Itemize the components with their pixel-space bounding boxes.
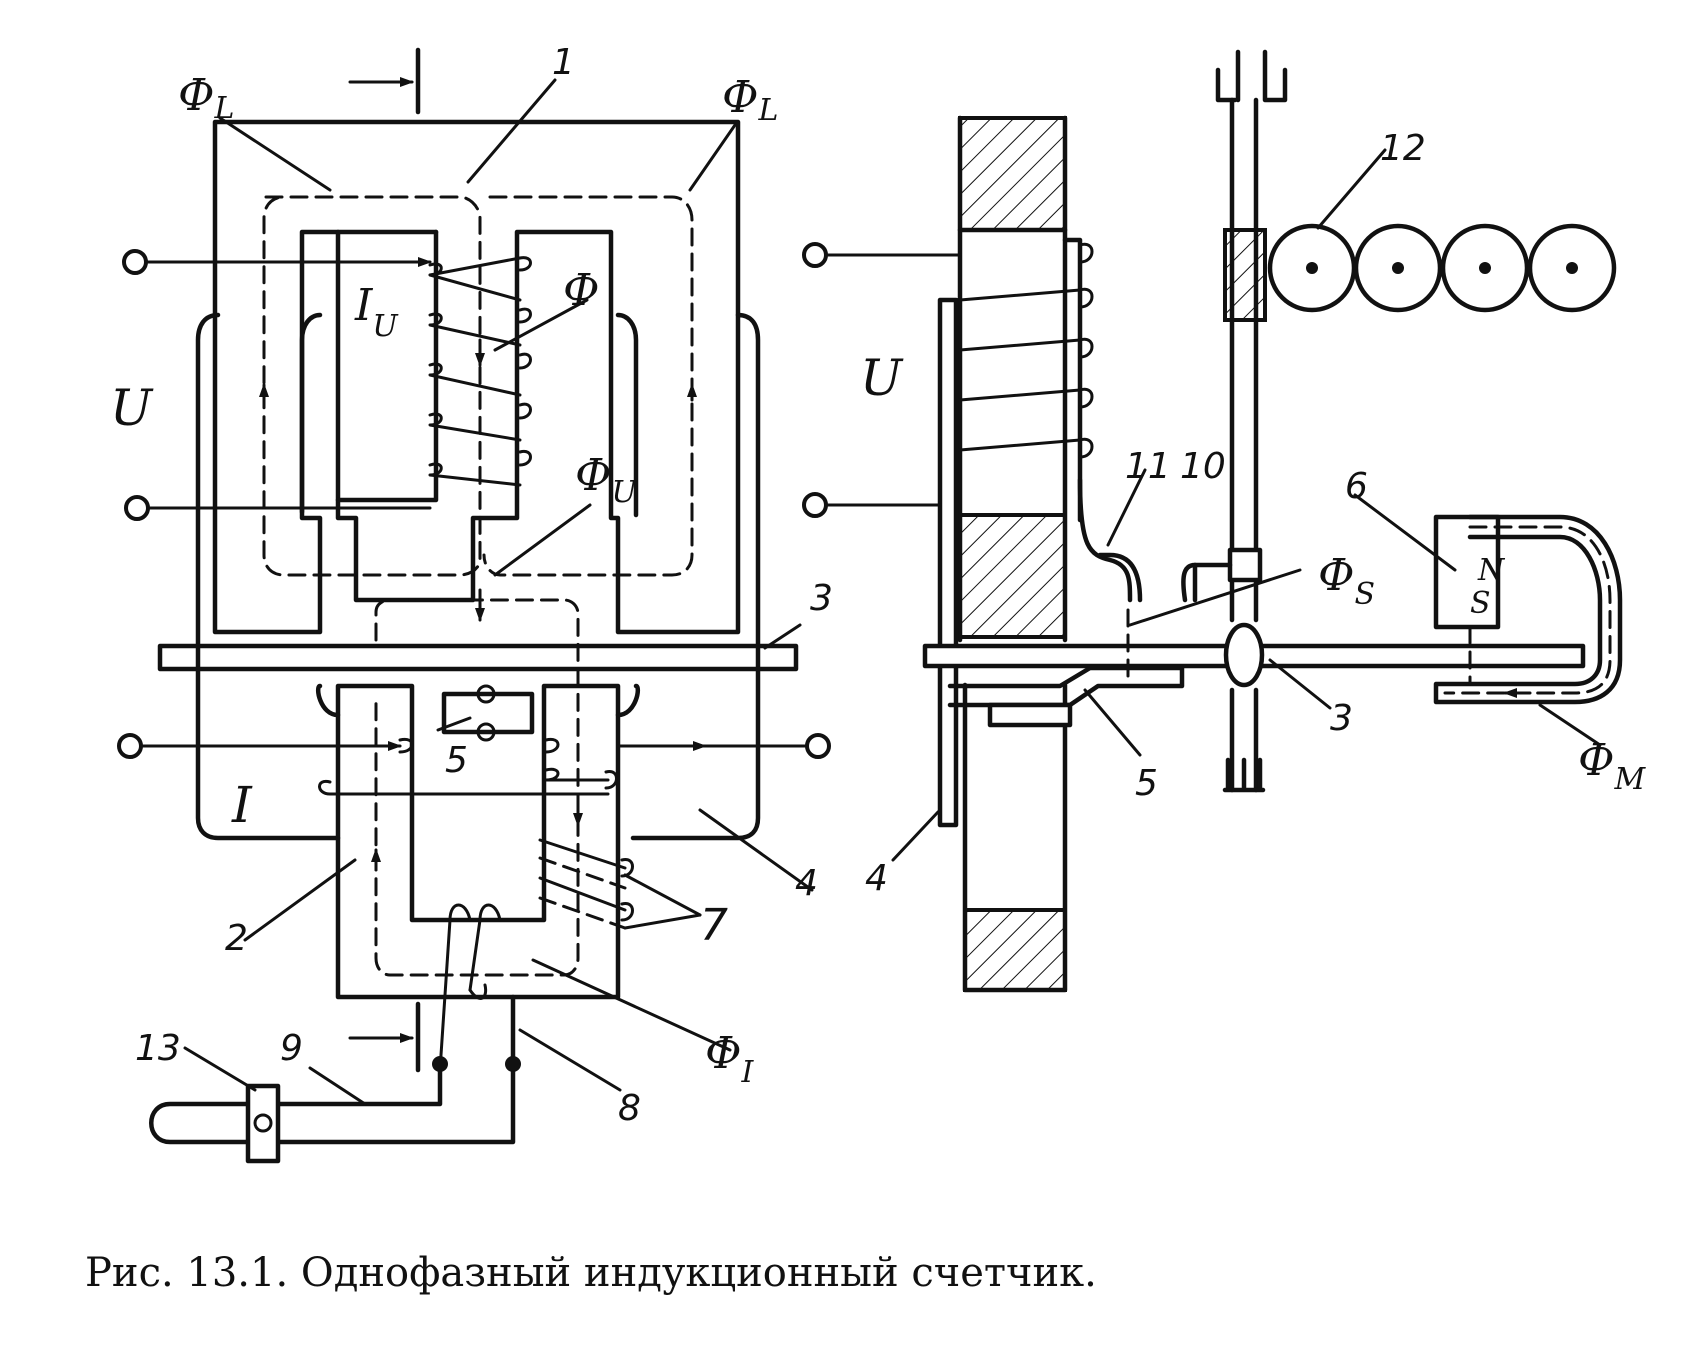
number-11: 11 [1125, 446, 1171, 487]
label-phi-L-left: ФL [178, 70, 234, 126]
core-outline [957, 115, 1068, 993]
number-5-right: 5 [1135, 763, 1158, 804]
label-I-U: IU [354, 280, 399, 344]
current-magnet-core [315, 683, 641, 1000]
short-circuit-turns-7 [538, 838, 634, 930]
leader-lines-left [183, 78, 814, 1106]
number-1: 1 [552, 42, 575, 83]
number-12: 12 [1380, 128, 1426, 169]
number-7: 7 [700, 900, 728, 951]
frame-4-inner-right [615, 312, 639, 518]
flux-path-phi-U [374, 598, 580, 977]
current-coil [318, 737, 618, 796]
label-U-left: U [110, 379, 154, 437]
plate-5-side [947, 665, 1185, 708]
disk-3-front [157, 643, 799, 672]
label-phi-M: ФM [1578, 735, 1647, 797]
label-phi: Ф [563, 265, 600, 316]
frame-4-side [937, 297, 959, 828]
number-4-right: 4 [865, 858, 888, 899]
number-8: 8 [618, 1088, 641, 1129]
figure-caption: Рис. 13.1. Однофазный индукционный счетч… [85, 1250, 1097, 1296]
number-13: 13 [135, 1028, 181, 1069]
label-phi-U: ФU [575, 450, 639, 510]
worm-gear [1223, 228, 1267, 322]
number-2: 2 [225, 918, 248, 959]
plate-5-front [441, 691, 535, 735]
number-3-right: 3 [1330, 698, 1353, 739]
label-phi-L-right: ФL [722, 72, 778, 128]
flux-path-phi-L-left [262, 195, 482, 577]
core-section-bottom [963, 908, 1067, 992]
adjust-slider-13 [245, 1083, 281, 1164]
leader-lines-right [891, 148, 1602, 862]
voltage-coil [428, 256, 532, 487]
core-section-top [958, 116, 1067, 232]
counter-wheels-12 [1267, 223, 1617, 313]
number-5-left: 5 [445, 740, 468, 781]
plate-screw-2 [476, 722, 496, 742]
number-9: 9 [280, 1028, 303, 1069]
spindle [1181, 49, 1288, 793]
plate-screw [476, 684, 496, 704]
terminals-left [117, 249, 831, 759]
label-I: I [231, 776, 253, 834]
number-10: 10 [1180, 446, 1226, 487]
frame-4-inner-left [299, 312, 323, 515]
front-view: ФL ФL Ф ФU IU U I ФI 1 2 3 4 5 7 8 9 13 [110, 42, 833, 1164]
label-U-right: U [860, 349, 904, 407]
side-view: N S U ФS ФM 3 4 5 6 10 11 12 [802, 49, 1647, 993]
core-section-mid [958, 513, 1067, 639]
label-phi-I: ФI [705, 1028, 755, 1090]
adjustment-loop [149, 903, 521, 1164]
flux-path-phi-L-right [482, 195, 694, 577]
brake-magnet-6: N S [1433, 514, 1623, 705]
label-phi-S: ФS [1318, 550, 1375, 612]
frame-4 [195, 312, 761, 841]
number-4-left: 4 [795, 863, 818, 904]
number-6: 6 [1345, 466, 1368, 507]
terminal-right-top [802, 242, 828, 268]
terminal-right-bottom [802, 492, 828, 518]
label-S: S [1470, 586, 1491, 621]
number-3-left: 3 [810, 578, 833, 619]
label-N: N [1477, 553, 1506, 588]
